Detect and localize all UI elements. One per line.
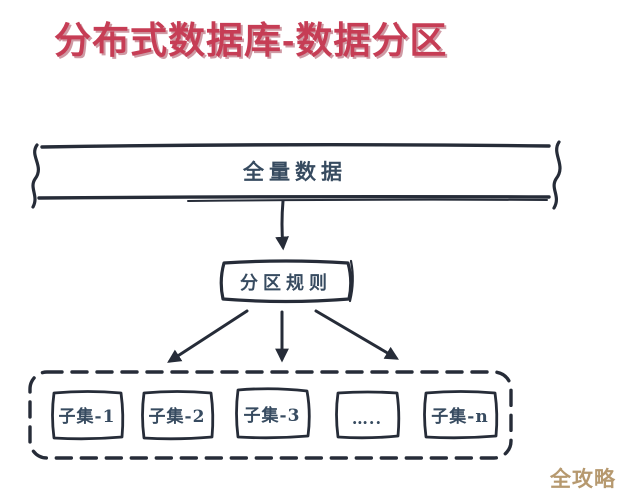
arrow-rule-to-subset-n [314, 309, 399, 360]
page-title: 分布式数据库-数据分区 [54, 20, 448, 61]
partition-box-ellipsis: ….. [335, 390, 401, 440]
partition-rule-box-border [219, 259, 353, 304]
full-data-box-bottom-line-overdraw [187, 198, 548, 202]
full-data-box-right-brace [552, 140, 562, 210]
partition-box-3: 子集-3 [235, 387, 311, 440]
full-data-box-top-line [40, 143, 551, 149]
watermark: 全攻略 [550, 468, 616, 491]
full-data-box: 全量数据 [31, 140, 562, 210]
partition-rule-label: 分区规则 [240, 272, 332, 294]
partition-box-2-label: 子集-2 [149, 406, 206, 427]
partition-box-1: 子集-1 [51, 390, 125, 441]
arrow-fulldata-to-rule [275, 199, 289, 251]
partition-box-3-label: 子集-3 [244, 405, 301, 426]
partition-box-n: 子集-n [423, 390, 499, 440]
partition-box-ellipsis-label: ….. [352, 409, 382, 428]
full-data-label: 全量数据 [242, 159, 347, 184]
partition-box-2: 子集-2 [141, 390, 215, 441]
partition-box-1-label: 子集-1 [59, 406, 116, 427]
arrow-rule-to-subset-1 [167, 309, 249, 363]
partition-box-n-label: 子集-n [431, 406, 488, 427]
partition-group-container [28, 370, 513, 460]
partition-rule-box: 分区规则 [219, 259, 354, 304]
full-data-box-left-brace [31, 143, 40, 209]
full-data-box-bottom-line [37, 194, 551, 200]
partition-rule-box-overdraw [348, 259, 354, 303]
